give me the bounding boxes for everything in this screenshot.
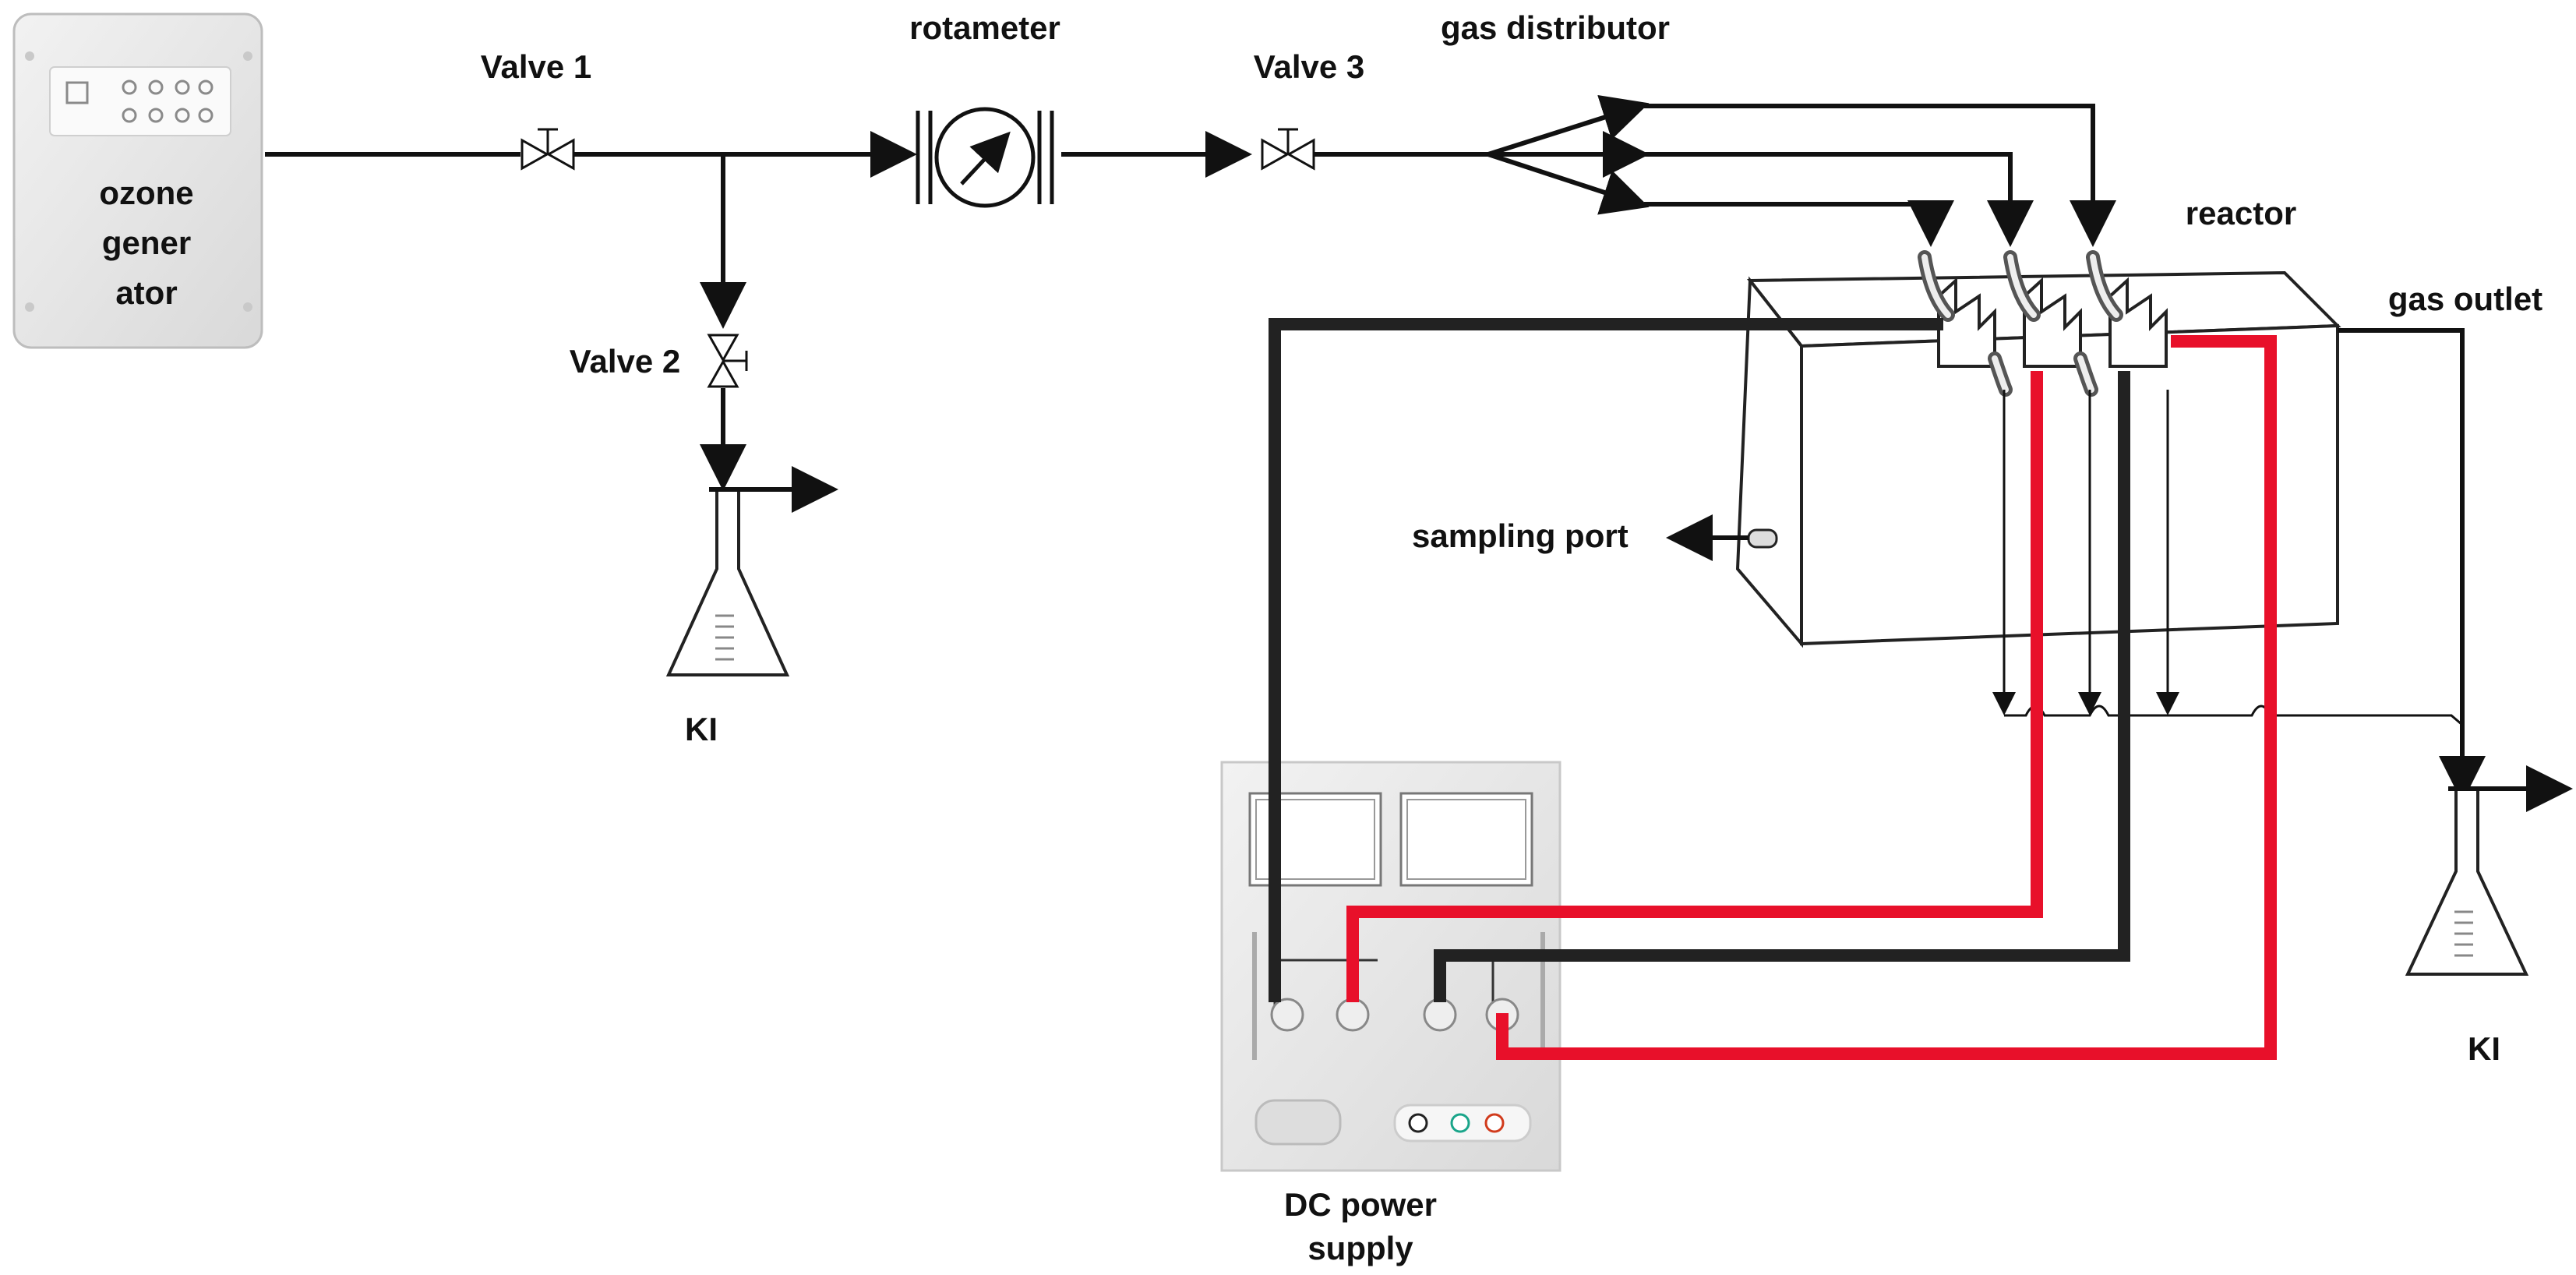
ozone-generator: ozone gener ator — [12, 12, 263, 349]
valve-2-label: Valve 2 — [570, 343, 680, 380]
ki-label-left: KI — [685, 711, 718, 747]
dc-power-supply-label-1: DC power — [1284, 1186, 1437, 1223]
ki-flask-left — [665, 466, 838, 676]
dc-power-supply-label-2: supply — [1307, 1230, 1413, 1266]
valve-2[interactable] — [707, 334, 748, 388]
sampling-port-label: sampling port — [1412, 517, 1629, 554]
ki-flask-right — [2405, 765, 2573, 976]
gas-outlet-label: gas outlet — [2388, 281, 2542, 317]
rotameter-label: rotameter — [909, 9, 1060, 46]
ki-label-right: KI — [2468, 1030, 2500, 1067]
gas-distributor-label: gas distributor — [1441, 9, 1670, 46]
valve-3[interactable] — [1261, 128, 1315, 171]
main-gas-line — [265, 131, 1488, 491]
ozone-generator-label-2: gener — [102, 224, 191, 261]
rotameter — [916, 107, 1054, 208]
valve-1[interactable] — [520, 128, 575, 171]
gas-distributor — [1487, 94, 2116, 247]
ozone-generator-label-1: ozone — [99, 175, 193, 211]
reactor-label: reactor — [2186, 195, 2296, 231]
valve-1-label: Valve 1 — [481, 48, 591, 85]
ozone-generator-label-3: ator — [115, 274, 177, 311]
valve-3-label: Valve 3 — [1254, 48, 1364, 85]
wires — [1269, 318, 2277, 1060]
